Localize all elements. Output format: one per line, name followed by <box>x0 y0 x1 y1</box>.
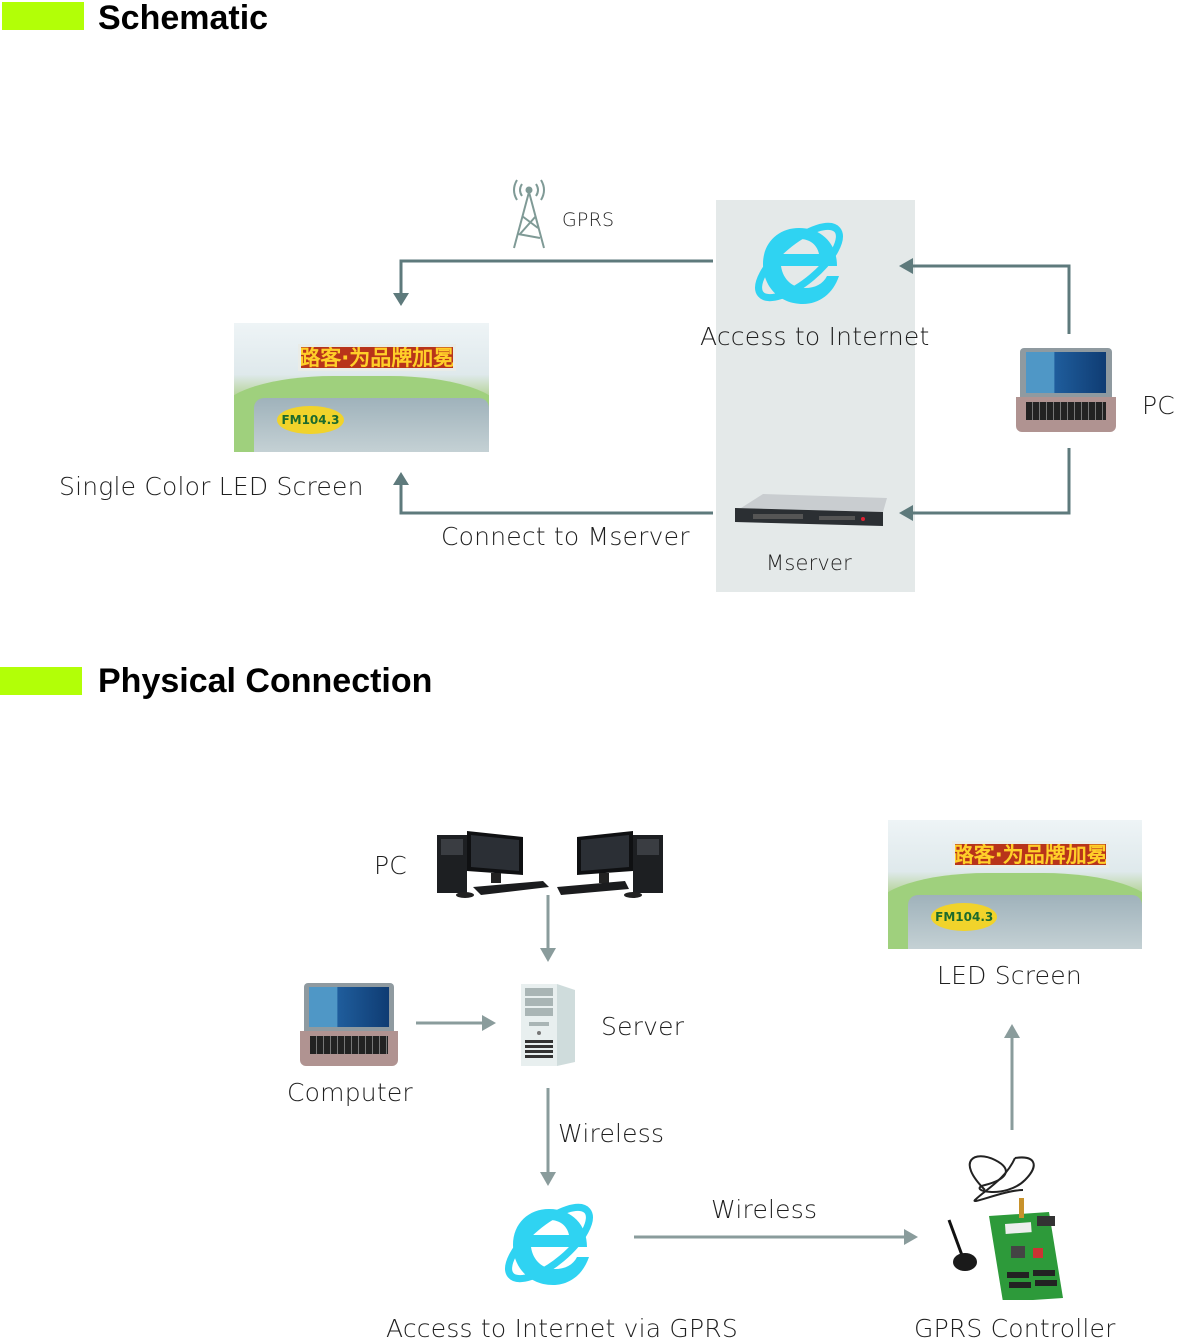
server-tower-icon <box>521 984 575 1066</box>
pc-label-physical: PC <box>374 851 407 880</box>
wireless-label-internet-controller: Wireless <box>711 1195 818 1224</box>
pc-laptop-image <box>1016 348 1116 432</box>
internet-gprs-label: Access to Internet via GPRS <box>386 1314 738 1343</box>
gprs-tower-icon <box>513 179 545 249</box>
led-sign-text: 路客·为品牌加冕 <box>951 840 1109 868</box>
arrow-internet-to-led <box>393 259 713 306</box>
arrow-internet-to-controller <box>634 1229 918 1245</box>
led-sign-text: 路客·为品牌加冕 <box>297 343 456 371</box>
arrow-pc-to-mserver <box>899 448 1071 521</box>
led-screen-image: FM104.3 路客·为品牌加冕 <box>234 323 489 452</box>
arrow-server-to-internet <box>540 1088 556 1186</box>
arrow-computer-to-server <box>416 1015 496 1031</box>
section-title-schematic: Schematic <box>98 0 269 37</box>
mserver-rack-icon <box>735 494 887 526</box>
arrow-pc-to-internet <box>899 258 1071 334</box>
led-screen-label-physical: LED Screen <box>937 961 1082 990</box>
gprs-label: GPRS <box>562 209 615 231</box>
section-accent-bar <box>0 667 82 695</box>
server-label: Server <box>601 1012 685 1041</box>
led-screen-label: Single Color LED Screen <box>59 472 364 501</box>
internet-label: Access to Internet <box>700 322 930 351</box>
internet-explorer-icon <box>505 1203 593 1285</box>
mserver-label: Mserver <box>766 551 852 575</box>
gprs-controller-label: GPRS Controller <box>914 1314 1116 1343</box>
gprs-controller-image <box>947 1155 1063 1300</box>
computer-laptop-image <box>300 983 398 1066</box>
section-title-physical-connection: Physical Connection <box>98 662 433 700</box>
arrow-controller-to-led <box>1004 1024 1020 1130</box>
section-accent-bar <box>2 2 84 30</box>
connect-mserver-label: Connect to Mserver <box>441 522 690 551</box>
radio-sticker: FM104.3 <box>931 902 998 931</box>
radio-sticker: FM104.3 <box>277 405 344 434</box>
internet-explorer-icon <box>755 222 843 304</box>
arrow-mserver-to-led <box>393 472 713 515</box>
led-screen-image: FM104.3 路客·为品牌加冕 <box>888 820 1142 949</box>
arrow-pc-to-server <box>540 895 556 962</box>
computer-label: Computer <box>287 1078 413 1107</box>
pc-label: PC <box>1142 391 1175 420</box>
pc-desktops-image <box>437 831 663 898</box>
wireless-label-server-internet: Wireless <box>558 1119 665 1148</box>
